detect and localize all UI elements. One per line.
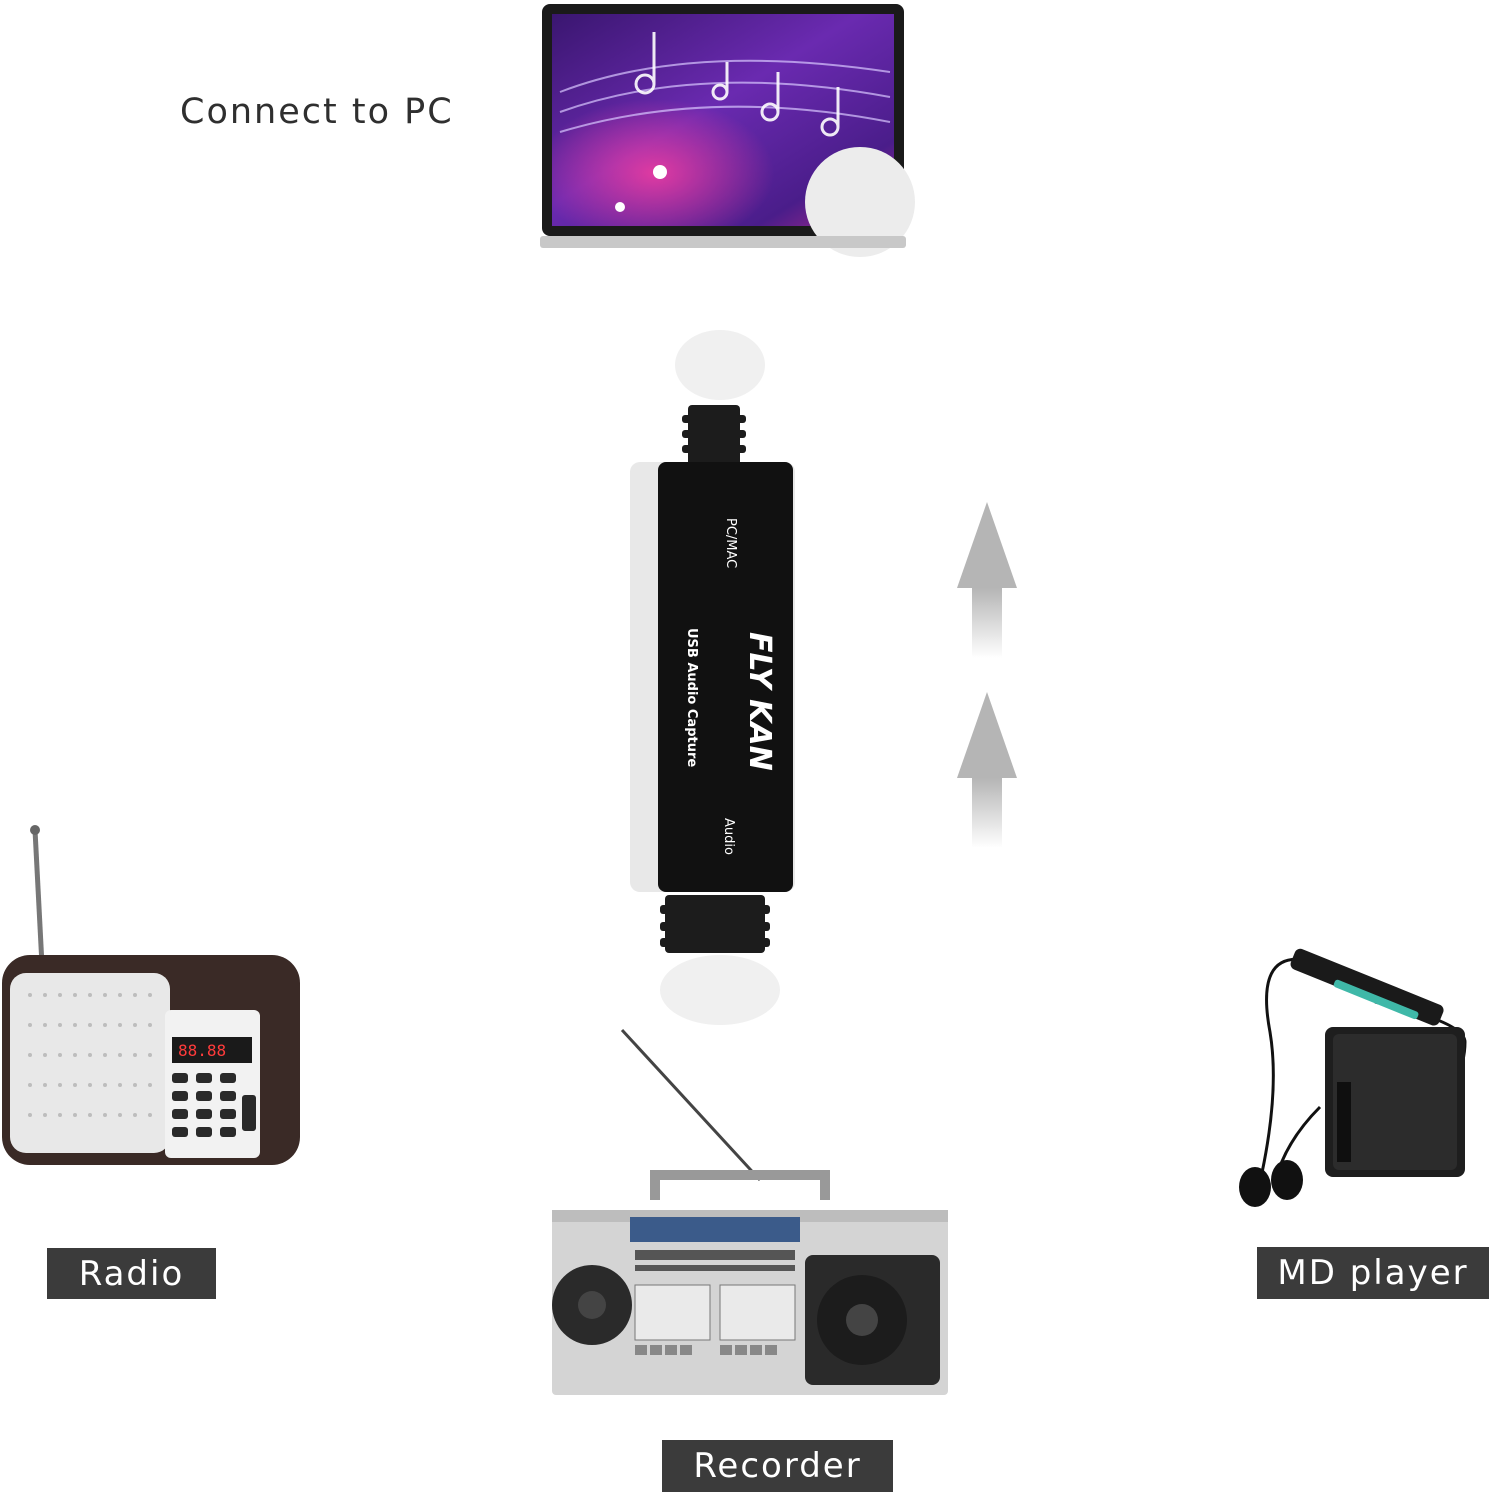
md-player-label: MD player — [1257, 1247, 1489, 1299]
radio-label: Radio — [47, 1248, 216, 1299]
connect-to-pc-heading: Connect to PC — [180, 92, 454, 132]
device-brand-logo: FLY KAN — [742, 632, 777, 771]
recorder-label: Recorder — [662, 1440, 893, 1492]
device-port-bottom-label: Audio — [721, 818, 736, 855]
up-arrow-icon — [957, 692, 1017, 848]
svg-text:88.88: 88.88 — [178, 1041, 226, 1060]
boombox-recorder-image — [552, 1028, 948, 1395]
md-player-image — [1239, 948, 1467, 1207]
usb-audio-capture-device: PC/MAC FLY KAN USB Audio Capture Audio — [630, 330, 795, 1025]
device-product-label: USB Audio Capture — [684, 628, 699, 767]
up-arrow-icon — [957, 502, 1017, 658]
laptop-image — [540, 4, 915, 257]
radio-image: 88.88 — [2, 825, 300, 1165]
device-port-top-label: PC/MAC — [723, 518, 738, 568]
